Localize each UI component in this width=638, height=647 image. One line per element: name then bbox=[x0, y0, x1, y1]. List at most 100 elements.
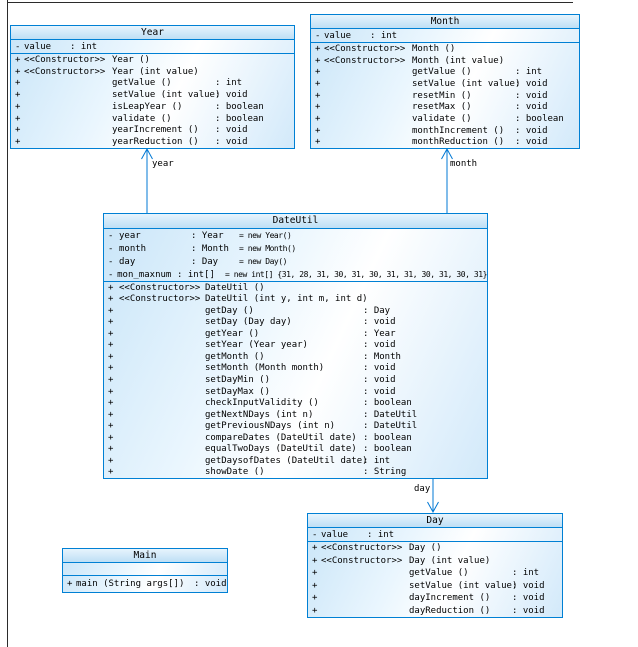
uml-method-row: +getYear (): Year bbox=[104, 328, 487, 340]
class-title: Year bbox=[11, 26, 294, 40]
visibility: + bbox=[312, 593, 318, 604]
method-name: getMonth () bbox=[205, 351, 265, 362]
attribute-default-value: = new Day() bbox=[239, 257, 288, 266]
method-name: monthReduction () bbox=[412, 137, 505, 148]
method-name: equalTwoDays (DateUtil date) bbox=[205, 444, 357, 455]
class-box-day[interactable]: Day -value: int +<<Constructor>>Day ()+<… bbox=[307, 513, 563, 618]
uml-method-row: +<<Constructor>>Day () bbox=[308, 542, 562, 555]
attribute-name: value bbox=[324, 30, 352, 41]
uml-method-row: +isLeapYear (): boolean bbox=[11, 101, 294, 113]
method-return-type: : void bbox=[515, 137, 548, 148]
uml-method-row: +<<Constructor>>Month (int value) bbox=[311, 55, 579, 67]
visibility: + bbox=[15, 78, 21, 89]
method-name: setDayMax () bbox=[205, 386, 271, 397]
attribute-name: year bbox=[119, 230, 141, 241]
method-name: setDayMin () bbox=[205, 375, 271, 386]
uml-method-row: +getDaysofDates (DateUtil date): int bbox=[104, 455, 487, 467]
method-return-type: : void bbox=[215, 90, 248, 101]
uml-method-row: +monthIncrement (): void bbox=[311, 125, 579, 137]
method-name: validate () bbox=[412, 113, 472, 124]
method-return-type: : boolean bbox=[515, 113, 564, 124]
method-return-type: : void bbox=[512, 605, 545, 616]
uml-method-row: +<<Constructor>>Month () bbox=[311, 43, 579, 55]
visibility: + bbox=[312, 605, 318, 616]
uml-method-row: +getValue (): int bbox=[308, 567, 562, 580]
method-name: getValue () bbox=[112, 78, 172, 89]
uml-method-row: + dayReduction () : void bbox=[308, 605, 562, 618]
uml-attribute-row: -year: Year= new Year() bbox=[104, 229, 487, 242]
uml-attribute-row: -mon_maxnum: int[]= new int[] {31, 28, 3… bbox=[104, 268, 487, 281]
attribute-type: : Month bbox=[191, 243, 229, 254]
association-label-day[interactable]: day bbox=[414, 484, 431, 494]
method-name: validate () bbox=[112, 113, 172, 124]
class-title: DateUtil bbox=[104, 214, 487, 229]
attribute-default-value: = new Month() bbox=[239, 244, 296, 253]
class-box-month[interactable]: Month -value: int +<<Constructor>>Month … bbox=[310, 14, 580, 149]
attributes-compartment: -value: int bbox=[311, 29, 579, 43]
method-return-type: : String bbox=[363, 467, 407, 478]
visibility: + bbox=[15, 113, 21, 124]
uml-method-row: +compareDates (DateUtil date): boolean bbox=[104, 432, 487, 444]
method-return-type: : void bbox=[363, 375, 396, 386]
uml-attribute-row: -value: int bbox=[11, 40, 294, 53]
method-name: setValue (int value) bbox=[112, 90, 221, 101]
method-return-type: : void bbox=[363, 317, 396, 328]
visibility: + bbox=[315, 43, 321, 54]
method-return-type: : void bbox=[363, 363, 396, 374]
stereotype: <<Constructor>> bbox=[324, 43, 406, 54]
visibility: + bbox=[108, 282, 114, 293]
uml-method-row: +<<Constructor>>Day (int value) bbox=[308, 555, 562, 568]
visibility: + bbox=[108, 363, 114, 374]
method-name: checkInputValidity () bbox=[205, 398, 319, 409]
method-name: yearReduction () bbox=[112, 137, 199, 148]
visibility: + bbox=[108, 467, 114, 478]
visibility: + bbox=[315, 67, 321, 78]
method-name: compareDates (DateUtil date) bbox=[205, 432, 357, 443]
attribute-type: : int bbox=[367, 529, 395, 540]
method-return-type: : boolean bbox=[215, 101, 264, 112]
class-box-dateutil[interactable]: DateUtil -year: Year= new Year()-month: … bbox=[103, 213, 488, 479]
method-name: setYear (Year year) bbox=[205, 340, 308, 351]
method-return-type: : void bbox=[515, 90, 548, 101]
method-name: resetMin () bbox=[412, 90, 472, 101]
stereotype: <<Constructor>> bbox=[24, 66, 106, 77]
method-name: dayReduction () bbox=[409, 605, 491, 616]
uml-attribute-row: -value: int bbox=[311, 29, 579, 42]
class-box-year[interactable]: Year -value: int +<<Constructor>>Year ()… bbox=[10, 25, 295, 149]
uml-method-row: +yearIncrement (): void bbox=[11, 125, 294, 137]
stereotype: <<Constructor>> bbox=[321, 555, 403, 566]
visibility: + bbox=[315, 90, 321, 101]
visibility: + bbox=[312, 555, 318, 566]
visibility: + bbox=[15, 66, 21, 77]
association-year-line[interactable] bbox=[141, 147, 153, 213]
attributes-compartment bbox=[63, 563, 227, 576]
uml-method-row: +showDate (): String bbox=[104, 467, 487, 479]
method-return-type: : Year bbox=[363, 328, 396, 339]
uml-method-row: +main (String args[]): void bbox=[63, 576, 227, 592]
page-boundary-vertical-line bbox=[7, 0, 8, 647]
attributes-compartment: -value: int bbox=[308, 528, 562, 542]
class-box-main[interactable]: Main +main (String args[]): void bbox=[62, 548, 228, 593]
method-return-type: : int bbox=[215, 78, 243, 89]
method-return-type: : void bbox=[512, 593, 545, 604]
method-name: getDaysofDates (DateUtil date) bbox=[205, 455, 368, 466]
visibility: + bbox=[67, 579, 73, 589]
visibility: + bbox=[108, 375, 114, 386]
uml-method-row: +getNextNDays (int n): DateUtil bbox=[104, 409, 487, 421]
visibility: + bbox=[108, 328, 114, 339]
attribute-name: value bbox=[24, 41, 52, 52]
visibility: + bbox=[108, 386, 114, 397]
association-label-year[interactable]: year bbox=[152, 159, 174, 169]
attribute-type: : int bbox=[70, 41, 98, 52]
method-name: Year () bbox=[112, 54, 150, 65]
visibility: + bbox=[108, 294, 114, 305]
method-name: getPreviousNDays (int n) bbox=[205, 421, 336, 432]
uml-method-row: +checkInputValidity (): boolean bbox=[104, 397, 487, 409]
uml-method-row: +validate (): boolean bbox=[311, 113, 579, 125]
uml-method-row: +setYear (Year year): void bbox=[104, 340, 487, 352]
uml-method-row: +getPreviousNDays (int n): DateUtil bbox=[104, 420, 487, 432]
uml-method-row: +yearReduction (): void bbox=[11, 136, 294, 148]
association-label-month[interactable]: month bbox=[450, 159, 478, 169]
visibility: + bbox=[312, 568, 318, 579]
method-return-type: : void bbox=[515, 102, 548, 113]
